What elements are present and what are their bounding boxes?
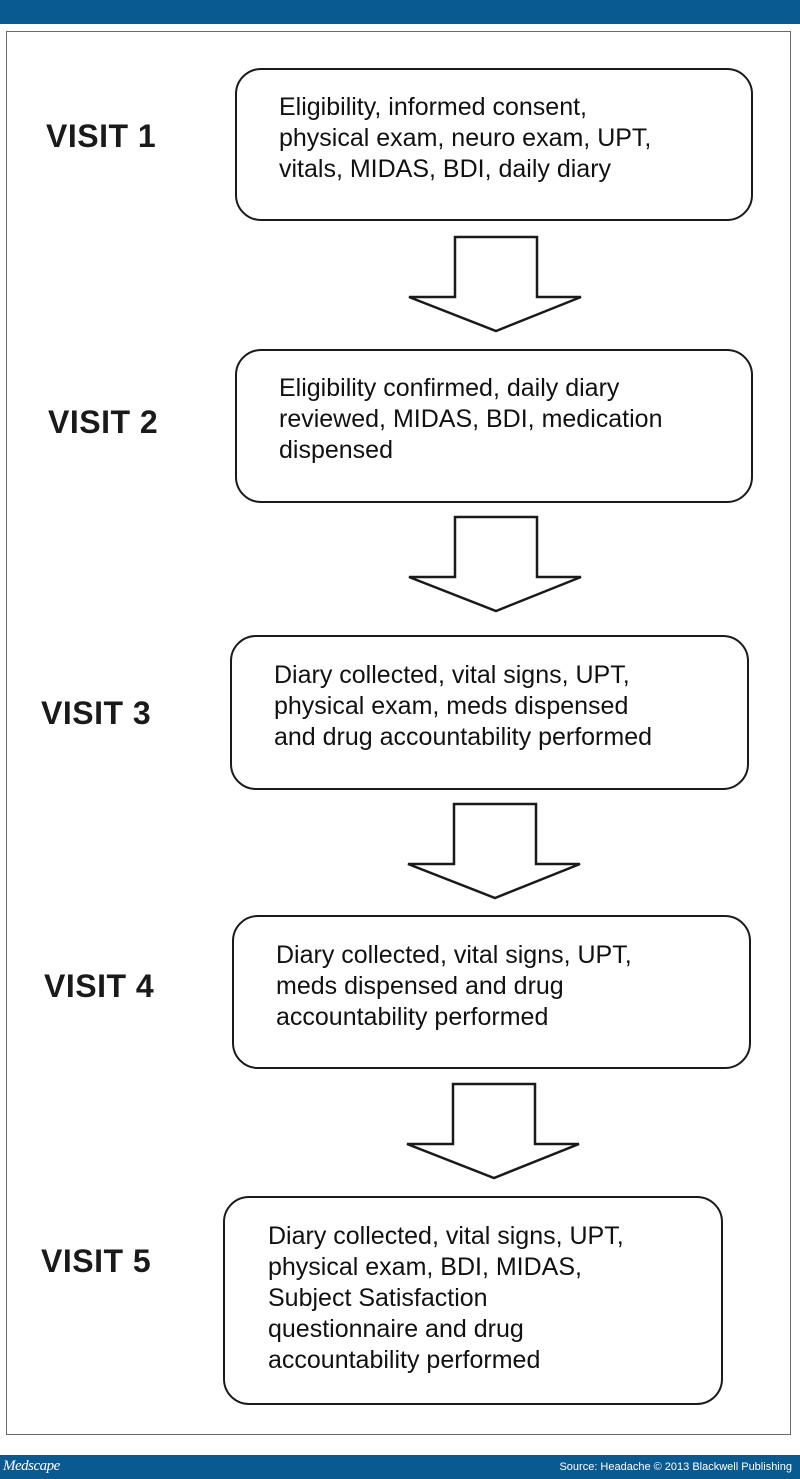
visit-1-box: Eligibility, informed consent, physical …: [235, 68, 753, 221]
arrow-3-to-4: [407, 802, 581, 900]
arrow-2-to-3: [408, 515, 582, 613]
visit-4-box: Diary collected, vital signs, UPT, meds …: [232, 915, 751, 1069]
visit-4-text: Diary collected, vital signs, UPT, meds …: [276, 941, 632, 1031]
visit-3-text: Diary collected, vital signs, UPT, physi…: [274, 661, 653, 751]
visit-5-box: Diary collected, vital signs, UPT, physi…: [223, 1196, 723, 1405]
visit-2-box: Eligibility confirmed, daily diary revie…: [235, 349, 753, 503]
visit-1-label: VISIT 1: [46, 118, 157, 154]
figure-frame: [6, 31, 791, 1435]
visit-2-text: Eligibility confirmed, daily diary revie…: [279, 374, 663, 464]
medscape-logo: Medscape: [3, 1458, 60, 1474]
arrow-4-to-5: [406, 1082, 580, 1180]
visit-3-box: Diary collected, vital signs, UPT, physi…: [230, 635, 749, 790]
visit-5-text: Diary collected, vital signs, UPT, physi…: [268, 1222, 624, 1374]
footer-bar: Medscape Source: Headache © 2013 Blackwe…: [0, 1455, 800, 1479]
header-bar: [0, 0, 800, 24]
visit-2-label: VISIT 2: [48, 404, 159, 440]
visit-3-label: VISIT 3: [41, 695, 152, 731]
source-credit: Source: Headache © 2013 Blackwell Publis…: [559, 1461, 792, 1473]
visit-5-label: VISIT 5: [41, 1243, 152, 1279]
visit-4-label: VISIT 4: [44, 968, 155, 1004]
visit-1-text: Eligibility, informed consent, physical …: [279, 93, 652, 183]
arrow-1-to-2: [408, 235, 582, 333]
